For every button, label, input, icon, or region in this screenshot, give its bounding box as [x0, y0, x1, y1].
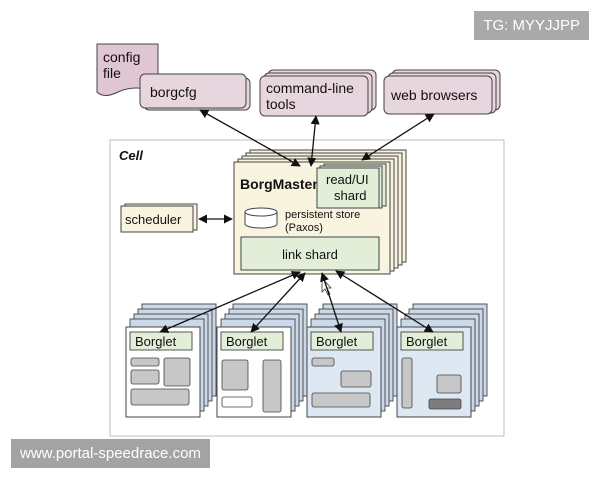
task-4-1 [401, 357, 413, 409]
machine-stack-2: Borglet [216, 303, 308, 418]
machine-stack-4: Borglet [396, 303, 488, 418]
web-browsers-label: web browsers [390, 87, 477, 103]
arrow-borgcfg-master [199, 109, 301, 167]
cell-label: Cell [119, 148, 143, 163]
borgcfg-label: borgcfg [150, 84, 197, 100]
task-4-2 [436, 374, 462, 394]
read-ui-shard-label: read/UI shard [326, 172, 372, 203]
read-ui-shard: read/UI shard [316, 167, 380, 209]
task-1-1 [130, 357, 160, 367]
scheduler-node: scheduler [120, 203, 198, 233]
borgmaster-title: BorgMaster [240, 176, 318, 192]
config-file-label: config file [103, 49, 144, 81]
watermark-bottom: www.portal-speedrace.com [11, 439, 210, 468]
task-3-2 [340, 370, 372, 388]
link-shard: link shard [240, 236, 380, 271]
persistent-store-icon [244, 207, 278, 229]
arrow-web-master [361, 113, 435, 161]
task-1-3 [163, 357, 191, 387]
watermark-top: TG: MYYJJPP [474, 11, 589, 40]
link-shard-label: link shard [282, 247, 338, 262]
borglet-label-1: Borglet [135, 334, 177, 349]
borglet-label-4: Borglet [406, 334, 448, 349]
borglet-label-2: Borglet [226, 334, 268, 349]
arrow-cli-master [307, 115, 320, 167]
command-line-tools-label: command-line tools [266, 80, 358, 112]
borgcfg-node: borgcfg [139, 73, 251, 111]
borgmaster-node: BorgMaster read/UI shard persistent stor… [233, 161, 391, 275]
borglet-label-3: Borglet [316, 334, 358, 349]
persistent-store-label: persistent store (Paxos) [285, 209, 363, 234]
connections [159, 109, 435, 333]
command-line-tools-node: command-line tools [259, 69, 377, 117]
task-3-1 [311, 357, 335, 367]
arrow-link-borglet-2 [250, 272, 306, 333]
task-1-4 [130, 388, 190, 406]
scheduler-label: scheduler [125, 212, 182, 227]
task-2-1 [221, 359, 249, 391]
task-1-2 [130, 369, 160, 385]
machine-stack-3: Borglet [306, 303, 398, 418]
task-3-3 [311, 392, 371, 408]
task-2-2 [262, 359, 282, 413]
machine-stack-1: Borglet [125, 303, 217, 418]
task-4-3 [428, 398, 462, 410]
web-browsers-node: web browsers [383, 69, 501, 115]
arrow-link-borglet-4 [335, 270, 434, 333]
task-2-3 [221, 396, 253, 408]
